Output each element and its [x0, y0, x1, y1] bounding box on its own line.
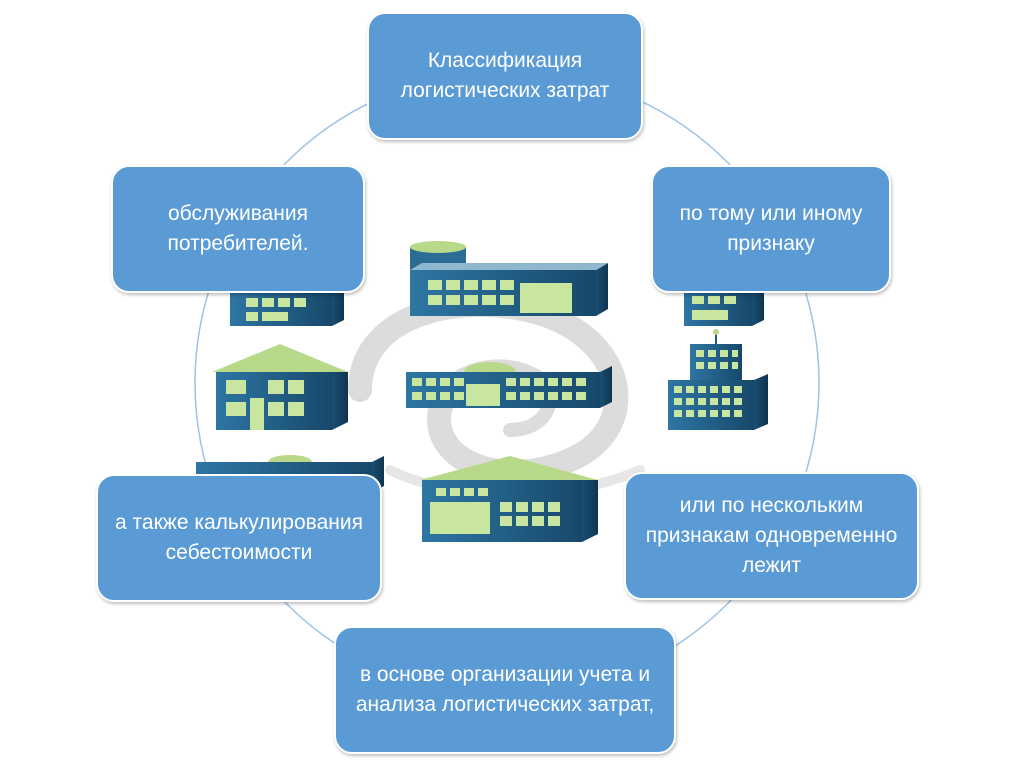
building-icon — [230, 284, 344, 326]
node-several-features: или по нескольким признакам одновременно… — [624, 472, 919, 600]
node-costing: а также калькулирования себестоимости — [96, 474, 382, 602]
node-classification-title: Классификация логистических затрат — [367, 12, 643, 140]
building-icon — [684, 282, 764, 326]
tower-icon — [668, 329, 768, 430]
node-customer-service: обслуживания потребителей. — [111, 165, 365, 293]
house-icon — [420, 456, 598, 542]
node-accounting-basis: в основе организации учета и анализа лог… — [334, 626, 676, 754]
node-text: в основе организации учета и анализа лог… — [355, 663, 655, 716]
node-by-feature: по тому или иному признаку — [651, 165, 891, 293]
node-text: по тому или иному признаку — [679, 202, 863, 255]
node-text: Классификация логистических затрат — [400, 49, 610, 102]
building-icon — [406, 362, 612, 408]
house-icon — [212, 344, 348, 430]
node-text: обслуживания потребителей. — [167, 202, 309, 255]
node-text: а также калькулирования себестоимости — [115, 511, 363, 564]
building-icon — [410, 241, 608, 316]
node-text: или по нескольким признакам одновременно… — [645, 494, 898, 577]
